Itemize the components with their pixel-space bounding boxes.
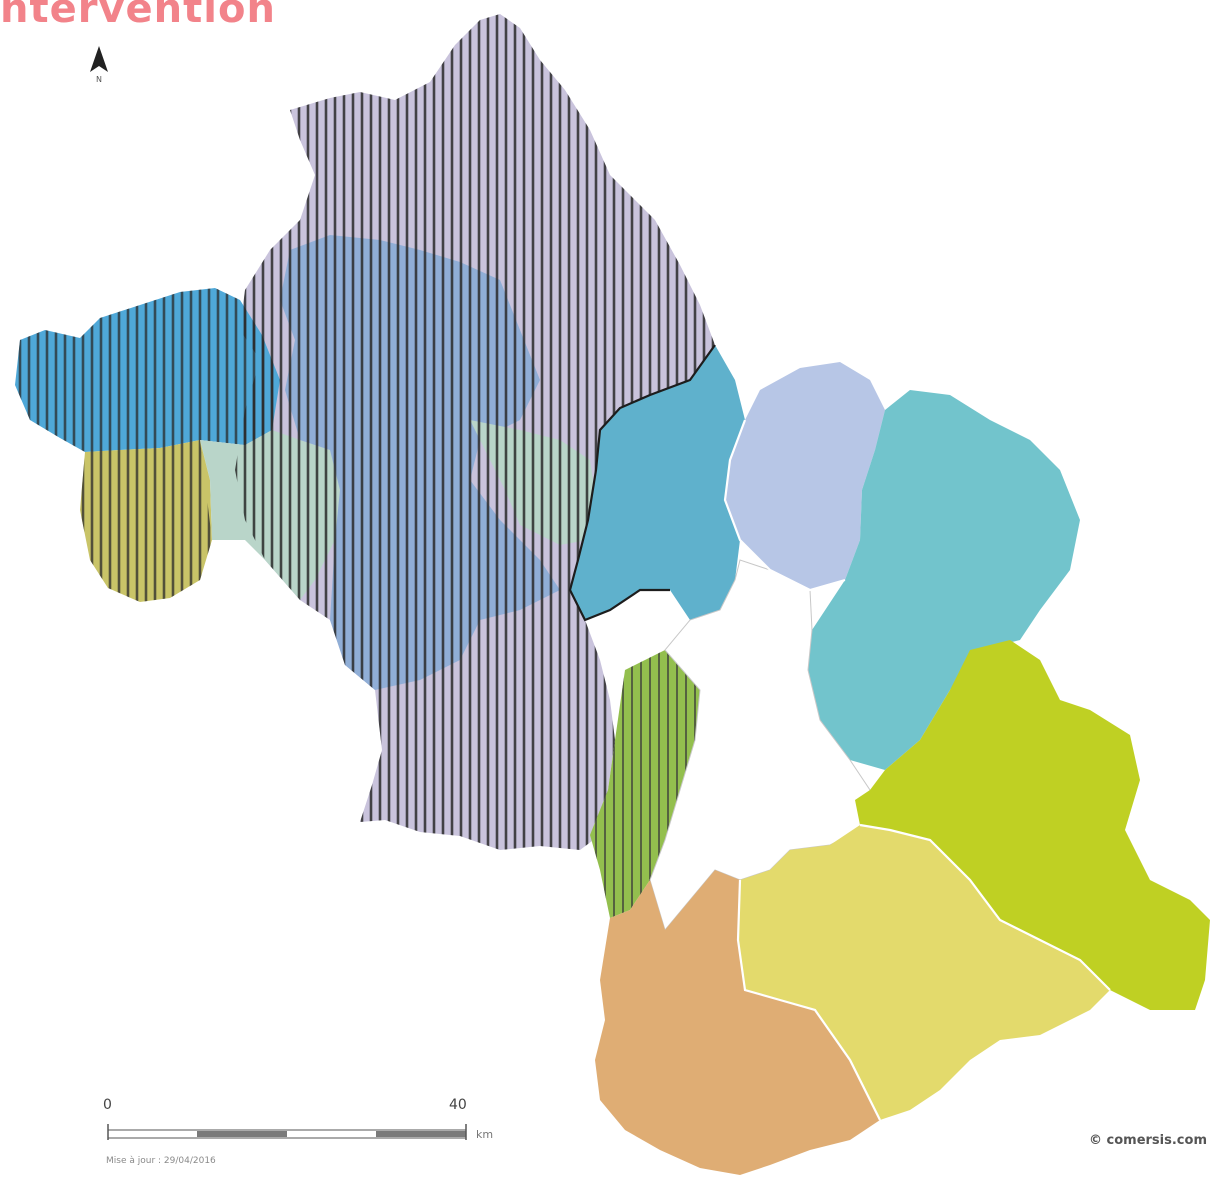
- north-arrow-icon: N: [86, 44, 112, 88]
- scale-bar: [107, 1124, 467, 1140]
- map-title: ntervention: [0, 0, 276, 32]
- region-tan: [595, 870, 880, 1175]
- region-borders: [723, 419, 1111, 1121]
- svg-text:N: N: [96, 75, 102, 84]
- territory-boundary: [568, 344, 716, 622]
- region-lime: [855, 640, 1210, 1010]
- region-aqua: [808, 390, 1080, 770]
- hatch-overlay-west: [235, 14, 715, 850]
- update-date: Mise à jour : 29/04/2016: [106, 1156, 216, 1166]
- scale-unit-label: km: [476, 1128, 494, 1141]
- hatch-overlay-lobe: [15, 288, 280, 602]
- copyright-notice: © comersis.com: [1089, 1133, 1207, 1148]
- scale-start-label: 0: [103, 1097, 112, 1113]
- hatch-overlay-strip: [590, 650, 700, 918]
- region-teal-blue: [570, 345, 745, 620]
- scale-end-label: 40: [449, 1097, 467, 1113]
- region-yellow: [738, 825, 1110, 1120]
- region-lavender: [725, 362, 885, 590]
